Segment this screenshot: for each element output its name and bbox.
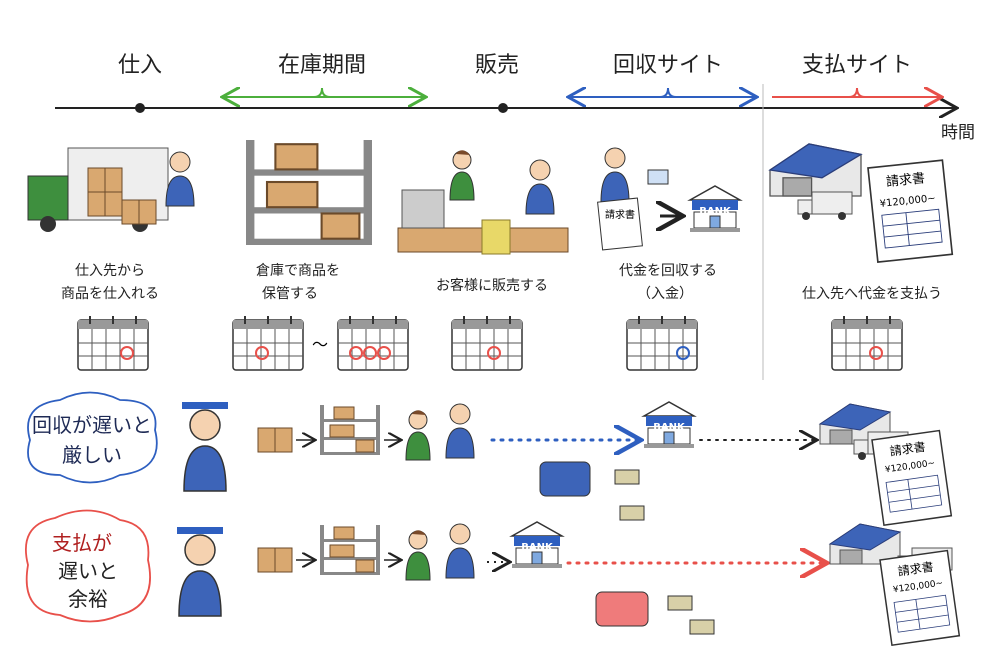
caption-collection-1: 代金を回収する bbox=[619, 263, 717, 279]
bank-label: BANK bbox=[699, 206, 732, 217]
sale-point bbox=[498, 103, 508, 113]
flying-money-icon bbox=[614, 469, 640, 485]
time-axis-label: 時間 bbox=[941, 123, 975, 143]
caption-purchase-2: 商品を仕入れる bbox=[61, 286, 159, 302]
collection-period-arrow bbox=[570, 88, 755, 97]
calendar-storage-start bbox=[232, 315, 304, 371]
caption-payment: 仕入先へ代金を支払う bbox=[802, 286, 942, 302]
flying-money-icon bbox=[619, 505, 645, 521]
scenario-slow-collection: 回収が遅いと 厳しい BANK 請求書 ¥120,000~ bbox=[27, 391, 953, 526]
speech-bubble bbox=[24, 509, 151, 623]
caption-storage-1: 倉庫で商品を bbox=[256, 262, 340, 279]
stage-sale: 販売 bbox=[475, 53, 519, 78]
bubble-line-2: 厳しい bbox=[62, 443, 122, 467]
empty-wallet-icon bbox=[539, 461, 591, 497]
bank-label: BANK bbox=[653, 422, 686, 433]
caption-storage-2: 保管する bbox=[262, 286, 318, 302]
speech-bubble bbox=[27, 391, 158, 484]
caption-purchase-1: 仕入先から bbox=[75, 263, 145, 279]
timeline: 仕入 在庫期間 販売 回収サイト 支払サイト 時間 bbox=[55, 53, 975, 380]
range-separator: 〜 bbox=[312, 335, 328, 354]
invoice-title: 請求書 bbox=[605, 208, 635, 221]
caption-sale: お客様に販売する bbox=[436, 277, 548, 294]
stage-inventory: 在庫期間 bbox=[278, 53, 366, 78]
collection-illustration: 請求書 BANK bbox=[597, 147, 741, 251]
payment-illustration: 請求書 ¥120,000~ bbox=[769, 143, 954, 263]
invoice-title: 請求書 bbox=[889, 440, 927, 459]
flying-money-icon bbox=[689, 619, 715, 635]
bank-label: BANK bbox=[521, 542, 554, 553]
calendar-purchase bbox=[77, 315, 149, 371]
calendar-storage-end bbox=[337, 315, 409, 371]
stage-collection: 回収サイト bbox=[613, 53, 723, 78]
purchase-point bbox=[135, 103, 145, 113]
invoice-title: 請求書 bbox=[897, 560, 935, 579]
bubble-line-3: 余裕 bbox=[68, 587, 108, 611]
calendar-sale bbox=[451, 315, 523, 371]
invoice-title: 請求書 bbox=[885, 171, 925, 190]
inventory-period-arrow bbox=[224, 88, 424, 97]
calendar-collection bbox=[626, 315, 698, 371]
caption-collection-2: （入金） bbox=[637, 286, 693, 302]
warehouse-shelf-illustration bbox=[244, 138, 374, 247]
stage-purchase: 仕入 bbox=[118, 53, 162, 78]
truck-delivery-illustration bbox=[27, 147, 195, 232]
wallet-icon bbox=[595, 591, 649, 627]
flying-money-icon bbox=[667, 595, 693, 611]
bubble-line-2: 遅いと bbox=[58, 559, 118, 583]
payment-period-arrow bbox=[772, 88, 940, 97]
bubble-line-1: 回収が遅いと bbox=[32, 413, 152, 437]
calendar-payment bbox=[831, 315, 903, 371]
bubble-line-1: 支払が bbox=[52, 531, 112, 555]
stage-payment: 支払サイト bbox=[802, 53, 912, 78]
store-sale-illustration bbox=[397, 149, 569, 255]
scenario-slow-payment: 支払が 遅いと 余裕 BANK 請求書 ¥120,000~ bbox=[24, 509, 961, 646]
